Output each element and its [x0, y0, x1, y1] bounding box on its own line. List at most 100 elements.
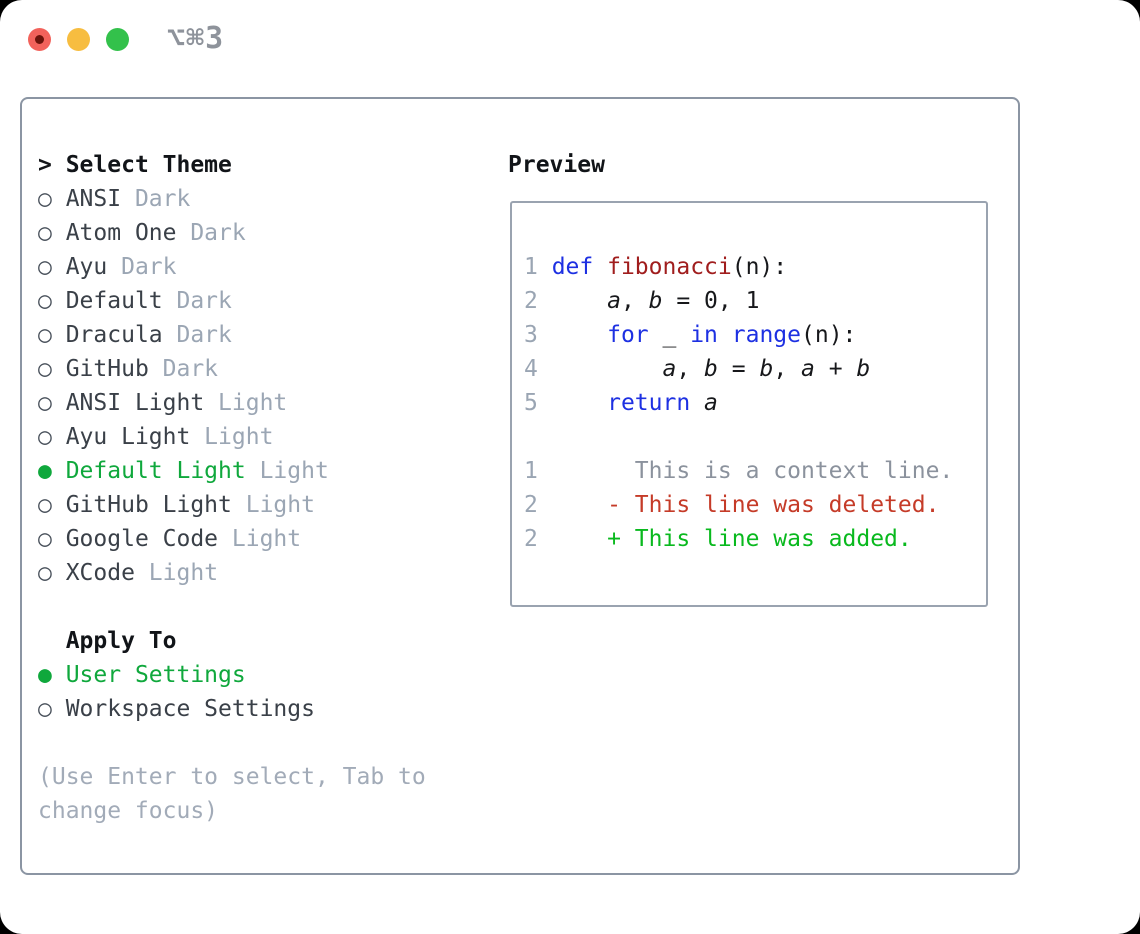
- radio-icon: ○: [38, 322, 66, 348]
- theme-option-ayu-light[interactable]: ○ Ayu Light Light: [38, 420, 426, 454]
- theme-option-ayu[interactable]: ○ Ayu Dark: [38, 250, 426, 284]
- close-button[interactable]: [28, 28, 51, 51]
- code-token: a: [801, 356, 815, 382]
- theme-variant: Light: [218, 526, 302, 552]
- minimize-button[interactable]: [67, 28, 90, 51]
- code-line: 4 a, b = b, a + b: [524, 352, 953, 386]
- code-token: +: [814, 356, 857, 382]
- code-token: (n):: [731, 254, 788, 280]
- theme-variant: Dark: [176, 220, 246, 246]
- apply-option-user-settings[interactable]: ● User Settings: [38, 658, 426, 692]
- diff-gap: [538, 526, 607, 552]
- theme-option-atom-one[interactable]: ○ Atom One Dark: [38, 216, 426, 250]
- apply-option-label: User Settings: [65, 662, 246, 688]
- radio-selected-icon: ●: [38, 458, 66, 484]
- spacer-row: [38, 590, 426, 624]
- code-token: fibonacci: [607, 254, 732, 280]
- theme-variant: Light: [245, 458, 329, 484]
- diff-preview: 1 This is a context line. 2 - This line w…: [524, 454, 953, 556]
- spacer-row: [524, 420, 953, 454]
- code-token: =: [717, 356, 760, 382]
- theme-name: Dracula: [65, 322, 163, 348]
- theme-option-ansi-light[interactable]: ○ ANSI Light Light: [38, 386, 426, 420]
- code-token: _: [648, 322, 691, 348]
- radio-icon: ○: [38, 288, 66, 314]
- apply-to-header: Apply To: [38, 624, 426, 658]
- theme-name: XCode: [65, 560, 135, 586]
- theme-option-dracula[interactable]: ○ Dracula Dark: [38, 318, 426, 352]
- radio-icon: ○: [38, 254, 66, 280]
- theme-name: GitHub Light: [65, 492, 232, 518]
- help-text-line-1: (Use Enter to select, Tab to: [38, 764, 426, 790]
- code-token: [552, 288, 607, 314]
- theme-name: Default: [65, 288, 163, 314]
- theme-list-column: > Select Theme ○ ANSI Dark○ Atom One Dar…: [38, 148, 426, 828]
- diff-text: + This line was added.: [607, 526, 912, 552]
- theme-variant: Dark: [107, 254, 177, 280]
- theme-variant: Dark: [148, 356, 219, 382]
- diff-text: - This line was deleted.: [607, 492, 940, 518]
- code-token: [593, 254, 607, 280]
- radio-icon: ○: [38, 390, 66, 416]
- theme-option-google-code[interactable]: ○ Google Code Light: [38, 522, 426, 556]
- radio-icon: ○: [38, 696, 66, 722]
- preview-title: Preview: [508, 152, 605, 178]
- close-button-dot: [35, 35, 44, 44]
- code-token: a: [607, 288, 621, 314]
- diff-line-ctx: 1 This is a context line.: [524, 454, 953, 488]
- spacer-row: [38, 726, 426, 760]
- theme-option-default-light[interactable]: ● Default Light Light: [38, 454, 426, 488]
- code-token: for: [607, 322, 649, 348]
- theme-option-default[interactable]: ○ Default Dark: [38, 284, 426, 318]
- line-number: 2: [524, 526, 538, 552]
- theme-variant: Dark: [162, 322, 232, 348]
- code-token: [552, 390, 607, 416]
- zoom-button[interactable]: [106, 28, 129, 51]
- line-number: 2: [524, 288, 552, 314]
- theme-list: ○ ANSI Dark○ Atom One Dark○ Ayu Dark○ De…: [38, 182, 426, 590]
- code-token: b: [704, 356, 718, 382]
- window-shortcut-label: ⌥⌘3: [167, 21, 225, 56]
- help-text-line-2: change focus): [38, 798, 219, 824]
- theme-name: Default Light: [65, 458, 246, 484]
- line-number: 1: [524, 254, 552, 280]
- code-token: a: [704, 390, 718, 416]
- code-token: ,: [620, 288, 649, 314]
- select-theme-title: Select Theme: [65, 152, 232, 178]
- code-token: range: [731, 322, 801, 348]
- code-token: (n):: [801, 322, 857, 348]
- radio-icon: ○: [38, 220, 66, 246]
- code-token: [552, 356, 663, 382]
- code-token: ,: [773, 356, 802, 382]
- radio-icon: ○: [38, 560, 66, 586]
- code-token: def: [551, 254, 594, 280]
- radio-selected-icon: ●: [38, 662, 66, 688]
- diff-line-add: 2 + This line was added.: [524, 522, 953, 556]
- line-number: 3: [524, 322, 552, 348]
- focus-cursor: >: [38, 152, 66, 178]
- apply-to-title: Apply To: [65, 628, 177, 654]
- theme-option-github[interactable]: ○ GitHub Dark: [38, 352, 426, 386]
- radio-icon: ○: [38, 356, 66, 382]
- theme-variant: Dark: [121, 186, 191, 212]
- code-token: [690, 390, 704, 416]
- code-token: [552, 322, 607, 348]
- apply-option-workspace-settings[interactable]: ○ Workspace Settings: [38, 692, 426, 726]
- radio-icon: ○: [38, 492, 66, 518]
- theme-variant: Light: [134, 560, 219, 586]
- code-token: b: [648, 288, 663, 314]
- theme-name: Atom One: [65, 220, 177, 246]
- code-line: 2 a, b = 0, 1: [524, 284, 953, 318]
- line-number: 4: [524, 356, 552, 382]
- line-number: 1: [524, 458, 538, 484]
- theme-option-ansi[interactable]: ○ ANSI Dark: [38, 182, 426, 216]
- theme-name: Ayu: [65, 254, 108, 280]
- code-line: 3 for _ in range(n):: [524, 318, 953, 352]
- diff-text: This is a context line.: [634, 458, 954, 484]
- theme-option-github-light[interactable]: ○ GitHub Light Light: [38, 488, 426, 522]
- code-token: a: [662, 356, 677, 382]
- theme-option-xcode[interactable]: ○ XCode Light: [38, 556, 426, 590]
- theme-variant: Light: [231, 492, 315, 518]
- line-number: 5: [524, 390, 552, 416]
